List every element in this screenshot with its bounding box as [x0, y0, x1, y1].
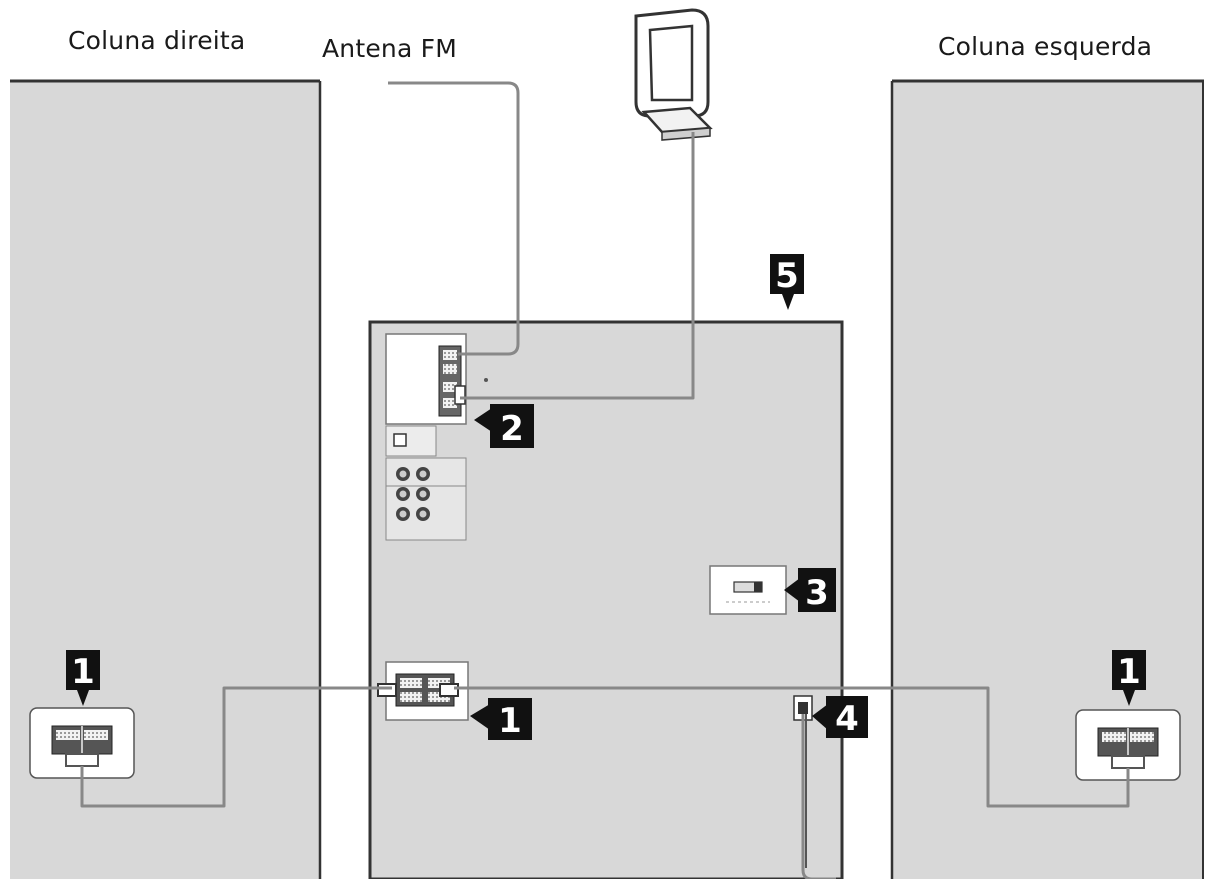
left-speaker-label: Coluna esquerda — [938, 32, 1153, 61]
right-speaker-terminal[interactable] — [29, 707, 135, 779]
right-speaker-label: Coluna direita — [68, 26, 246, 55]
am-loop-antenna[interactable] — [634, 8, 713, 141]
main-unit — [368, 320, 844, 879]
callout-5: 5 — [770, 254, 804, 310]
callout-1-left-speaker: 1 — [1112, 650, 1146, 706]
callout-1-unit: 1 — [470, 698, 532, 741]
right-speaker — [10, 79, 322, 879]
callout-1-unit-text: 1 — [498, 701, 522, 741]
callout-4: 4 — [812, 696, 868, 739]
unit-speaker-terminal[interactable] — [377, 661, 469, 721]
callout-1-left-speaker-text: 1 — [1117, 652, 1141, 692]
left-speaker — [890, 79, 1204, 879]
antenna-terminal-block[interactable] — [385, 333, 488, 425]
fm-antenna-label: Antena FM — [322, 34, 457, 63]
audio-jack-panel[interactable] — [385, 425, 467, 541]
callout-2-text: 2 — [500, 409, 524, 449]
callout-2: 2 — [474, 404, 534, 449]
callout-1-right-speaker: 1 — [66, 650, 100, 706]
cables — [80, 81, 1130, 879]
left-speaker-terminal[interactable] — [1075, 709, 1181, 781]
fm-antenna-wire — [388, 81, 520, 356]
am-antenna-wire — [460, 132, 695, 400]
right-speaker-cable — [80, 686, 392, 808]
callout-1-right-speaker-text: 1 — [71, 652, 95, 692]
callout-3-text: 3 — [805, 573, 829, 613]
callout-4-text: 4 — [835, 699, 859, 739]
voltage-selector[interactable] — [709, 565, 787, 615]
callout-5-text: 5 — [775, 256, 799, 296]
callout-3: 3 — [784, 568, 836, 613]
left-speaker-cable — [454, 686, 1130, 808]
